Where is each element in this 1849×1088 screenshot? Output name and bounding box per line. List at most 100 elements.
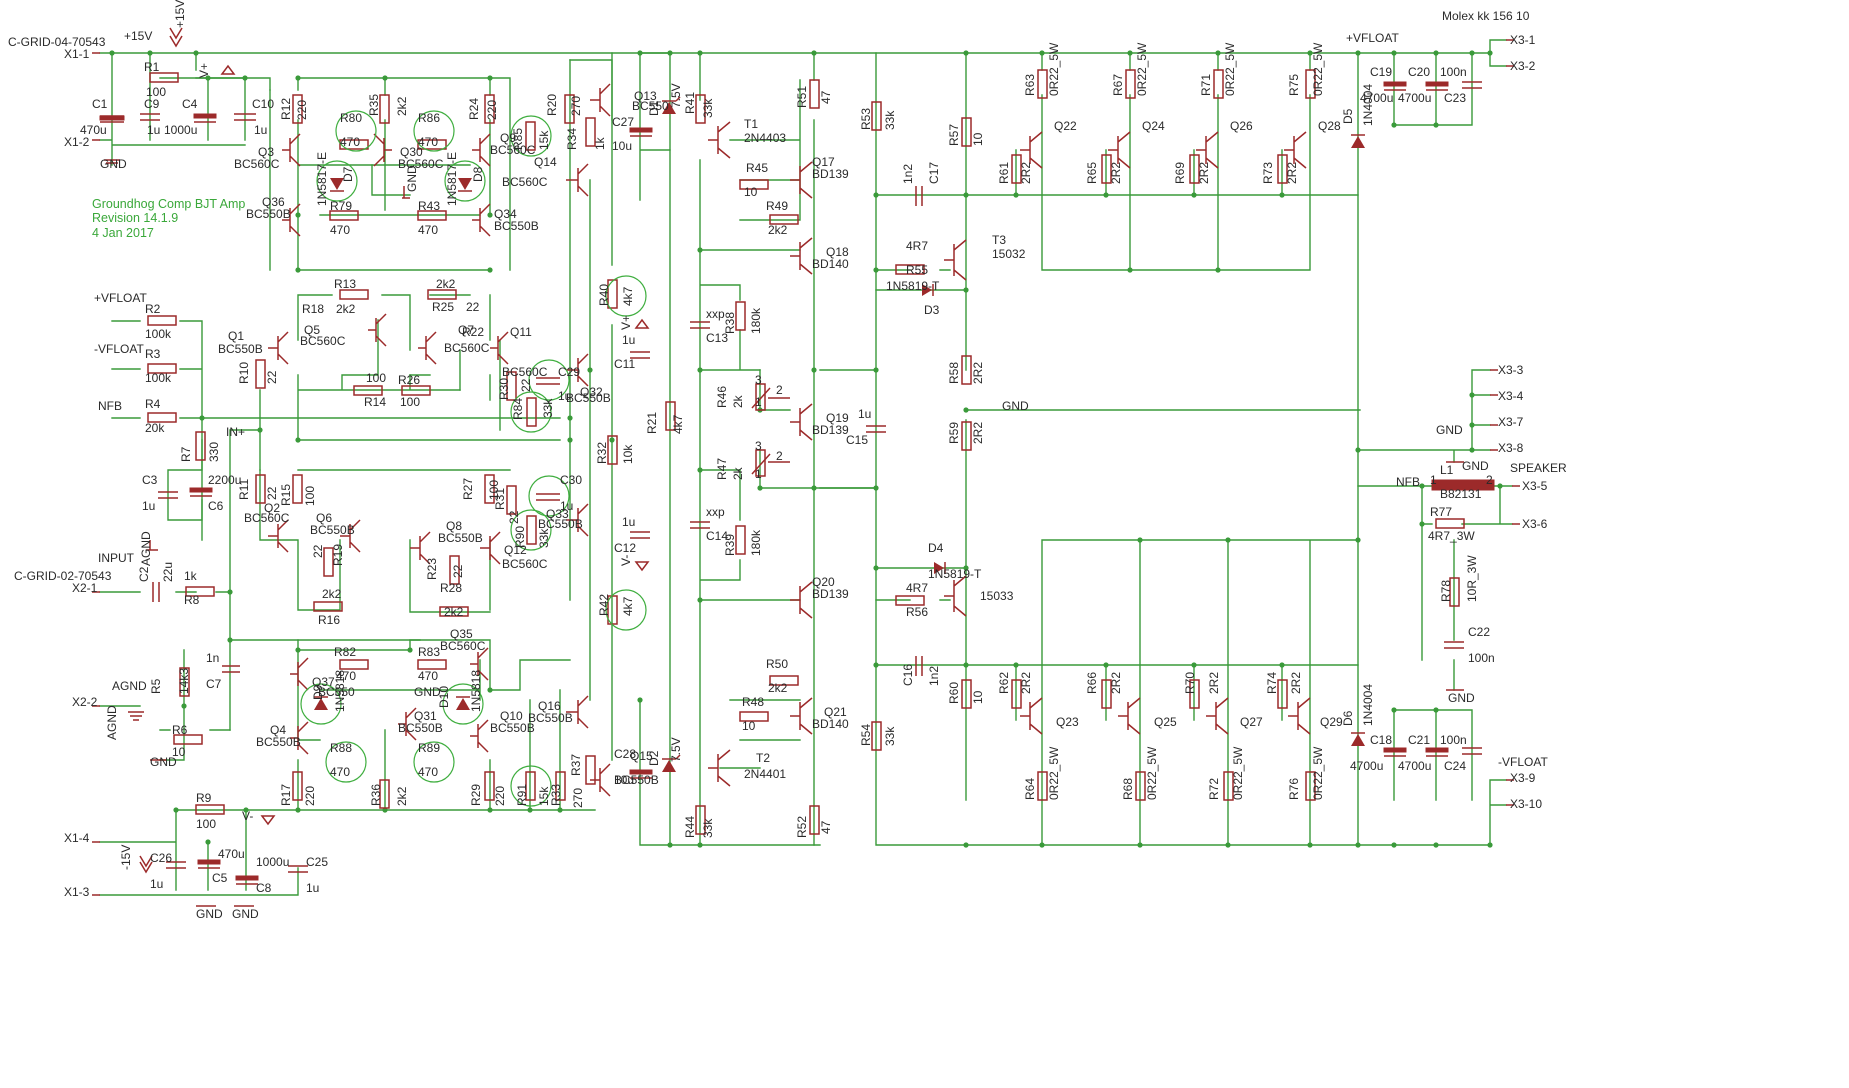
lbl-r28: R28: [440, 581, 462, 595]
lbl-r32v: 10k: [621, 444, 635, 464]
lbl-vplus-b: V+: [619, 315, 633, 330]
lbl-r6v: 10: [172, 745, 186, 759]
lbl-ttl2: Revision 14.1.9: [92, 211, 178, 225]
lbl-r69v: 2R2: [1197, 162, 1211, 184]
lbl-15v-r: +15V: [173, 0, 187, 28]
lbl-c6l: C6: [208, 499, 224, 513]
lbl-c3v: 1u: [142, 499, 155, 513]
lbl-x1-3: X1-3: [64, 885, 90, 899]
lbl-r16: R16: [318, 613, 340, 627]
lbl-q15v: BC550B: [614, 773, 659, 787]
lbl-r77: R77: [1430, 505, 1452, 519]
lbl-c21: C21: [1408, 733, 1430, 747]
lbl-r53: R53: [859, 108, 873, 130]
lbl-r57: R57: [947, 124, 961, 146]
lbl-r66: R66: [1085, 672, 1099, 694]
lbl-q20v: BD139: [812, 587, 849, 601]
lbl-15v: +15V: [124, 29, 152, 43]
lbl-c3: C3: [142, 473, 158, 487]
lbl-x1-1c: C-GRID-04-70543: [8, 35, 106, 49]
lbl-r55v: 4R7: [906, 239, 928, 253]
lbl-c7v: 1n: [206, 651, 219, 665]
lbl-r46: R46: [715, 386, 729, 408]
highlight-rings: [300, 110, 647, 807]
lbl-q3v: BC560C: [234, 157, 280, 171]
lbl-q4v: BC550B: [256, 735, 301, 749]
lbl-r84: R84: [511, 398, 525, 420]
lbl-speaker: SPEAKER: [1510, 461, 1567, 475]
lbl-r41: R41: [683, 92, 697, 114]
lbl-r51v: 47: [819, 90, 833, 104]
lbl-r4: R4: [145, 397, 161, 411]
lbl-q6: Q6: [316, 511, 332, 525]
lbl-r36: R36: [369, 784, 383, 806]
lbl-r7: R7: [179, 446, 193, 462]
lbl-x2-c: C-GRID-02-70543: [14, 569, 112, 583]
lbl-r42: R42: [597, 594, 611, 616]
lbl-r82: R82: [334, 645, 356, 659]
lbl-vfloat-top: +VFLOAT: [1346, 31, 1399, 45]
lbl-r38: R38: [723, 312, 737, 334]
lbl-agnd3: AGND: [105, 705, 119, 740]
lbl-r80v: 470: [340, 135, 360, 149]
lbl-r52v: 47: [819, 820, 833, 834]
lbl-d9: D9: [311, 684, 325, 700]
lbl-r31: R31: [493, 488, 507, 510]
lbl-r88: R88: [330, 741, 352, 755]
lbl-q26: Q26: [1230, 119, 1253, 133]
lbl-r1: R1: [144, 60, 160, 74]
lbl-t1v: 2N4403: [744, 131, 786, 145]
lbl-r60: R60: [947, 682, 961, 704]
lbl-q16: Q16: [538, 699, 561, 713]
lbl-q14v: BC560C: [502, 175, 548, 189]
lbl-r13: R13: [334, 277, 356, 291]
lbl-x2-1: X2-1: [72, 581, 98, 595]
lbl-agnd2: AGND: [112, 679, 147, 693]
lbl-c8: C8: [256, 881, 272, 895]
lbl-c9: C9: [144, 97, 160, 111]
lbl-r1v: 100: [146, 85, 166, 99]
lbl-r9v: 100: [196, 817, 216, 831]
lbl-r74: R74: [1265, 672, 1279, 694]
lbl-r14: R14: [364, 395, 386, 409]
lbl-r21v: 4k7: [671, 414, 685, 434]
lbl-r3v: 100k: [145, 371, 172, 385]
lbl-q15: Q15: [630, 749, 653, 763]
lbl-x2-2: X2-2: [72, 695, 98, 709]
lbl-r37v: 270: [571, 788, 585, 808]
lbl-x1-4: X1-4: [64, 831, 90, 845]
lbl-r2: R2: [145, 302, 161, 316]
lbl-r46p1: 1: [755, 395, 762, 409]
supply-symbols: [104, 27, 1464, 907]
lbl-nfb2: NFB: [1396, 475, 1420, 489]
lbl-d2: D2: [647, 750, 661, 766]
lbl-r33: R33: [549, 784, 563, 806]
lbl-mvfloat-r: -VFLOAT: [1498, 755, 1548, 769]
lbl-q5: Q5: [304, 323, 320, 337]
lbl-c1v: 470u: [80, 123, 107, 137]
lbl-r63v: 0R22_5W: [1047, 42, 1061, 96]
lbl-m15v: -15V: [119, 845, 133, 870]
lbl-r29b: 220: [493, 786, 507, 806]
lbl-q34v: BC550B: [494, 219, 539, 233]
lbl-c25v: 1u: [306, 881, 319, 895]
lbl-r23: R23: [425, 558, 439, 580]
lbl-r18v: 2k2: [336, 302, 356, 316]
transistors: [268, 83, 1311, 797]
lbl-r20: R20: [545, 94, 559, 116]
connector-pins: [92, 39, 1520, 896]
lbl-r91: R91: [515, 784, 529, 806]
lbl-r19: R19: [331, 544, 345, 566]
lbl-r76v: 0R22_5W: [1311, 746, 1325, 800]
lbl-r75: R75: [1287, 74, 1301, 96]
lbl-r25v: 22: [466, 300, 480, 314]
lbl-q9: Q9: [500, 131, 516, 145]
lbl-r24v: 220: [485, 100, 499, 120]
lbl-r38v: 180k: [749, 307, 763, 334]
lbl-r72: R72: [1207, 778, 1221, 800]
lbl-r36v: 2k2: [395, 786, 409, 806]
lbl-c12: C12: [614, 541, 636, 555]
lbl-r86: R86: [418, 111, 440, 125]
lbl-molex: Molex kk 156 10: [1442, 9, 1530, 23]
lbl-r77v: 4R7_3W: [1428, 529, 1475, 543]
